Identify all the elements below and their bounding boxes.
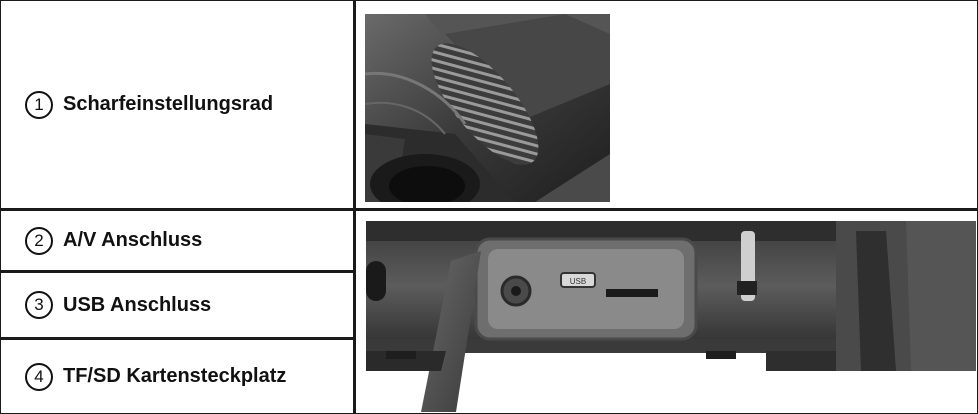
focus-wheel-photo [365,14,610,202]
row-label: Scharfeinstellungsrad [63,93,274,115]
number-badge: 4 [25,362,53,391]
row-label: USB Anschluss [63,293,212,316]
row-divider-2-3 [1,270,353,273]
number-badge: 1 [25,90,53,119]
table-row-av-port: 2 A/V Anschluss [1,211,353,270]
usb-text: USB [570,277,586,286]
table-row-usb-port: 3 USB Anschluss [1,273,353,337]
focus-wheel-illustration [365,14,610,202]
ports-illustration: USB [366,221,976,412]
table-row-card-slot: 4 TF/SD Kartensteckplatz [1,340,353,413]
row-divider-main [1,208,977,211]
table-row-focus-wheel: 1 Scharfeinstellungsrad [1,1,353,208]
row-divider-3-4 [1,337,353,340]
row-label: A/V Anschluss [63,229,203,251]
row-label: TF/SD Kartensteckplatz [63,365,287,387]
number-badge: 3 [25,291,53,319]
column-divider [353,1,356,413]
number-badge: 2 [25,226,53,255]
ports-photo: USB [366,221,976,412]
